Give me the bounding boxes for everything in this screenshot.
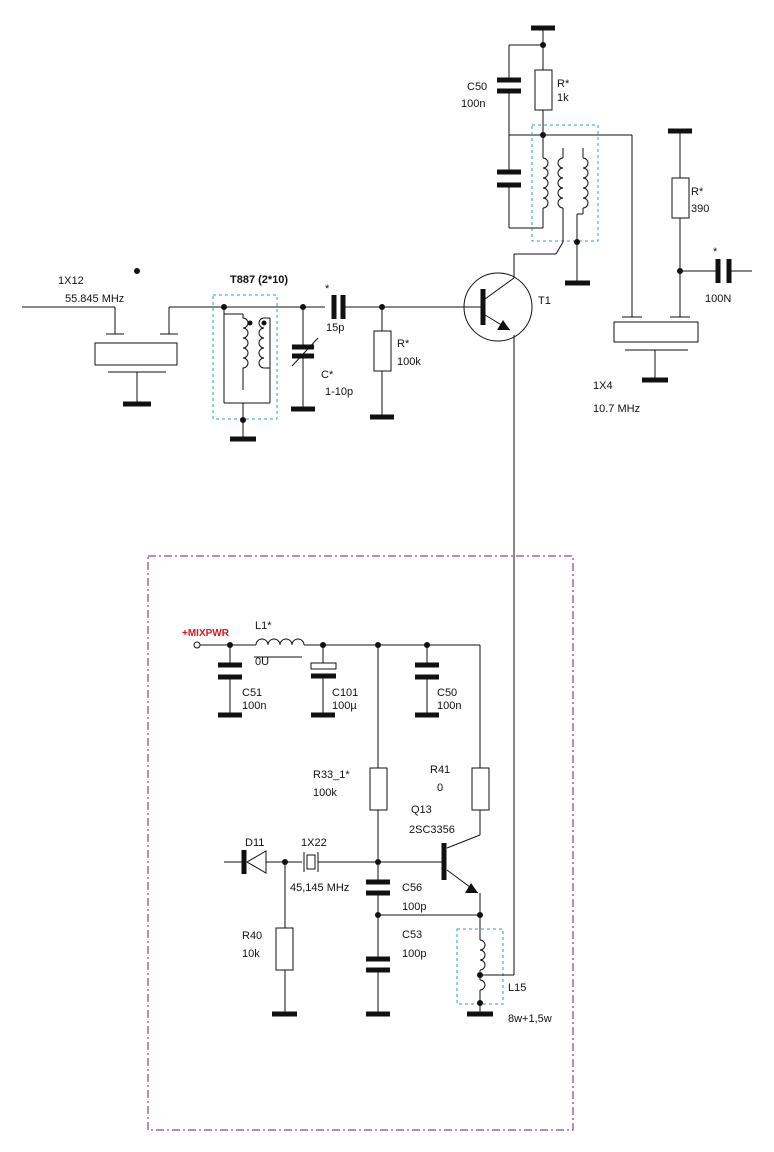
- cap-100n-value: 100N: [705, 293, 731, 305]
- top-supply: [497, 25, 633, 317]
- c51-name: C51: [242, 687, 262, 699]
- r41-value: 0: [437, 782, 443, 794]
- capacitor-c101: [310, 645, 337, 718]
- transformer-t887: [212, 294, 278, 442]
- xtal-1x22-label: 1X22: [301, 837, 327, 849]
- q13-name: Q13: [411, 804, 432, 816]
- capacitors-c56-c53: [366, 879, 480, 1017]
- resistor-base-100k: [370, 304, 394, 420]
- c50-top-value: 100n: [461, 98, 485, 110]
- r390-name: R*: [691, 186, 704, 198]
- r-top-name: R*: [557, 78, 570, 90]
- cap-100n-star: *: [713, 246, 718, 258]
- c53-name: C53: [402, 929, 422, 941]
- transformer-label: T887 (2*10): [230, 274, 288, 286]
- r-base-name: R*: [397, 338, 410, 350]
- resistor-r40: [272, 862, 297, 1017]
- l1-name: L1*: [255, 620, 272, 632]
- c51-value: 100n: [242, 700, 266, 712]
- l15-value: 8w+1,5w: [508, 1013, 552, 1025]
- trimmer-capacitor: [291, 304, 319, 412]
- r40-name: R40: [242, 930, 262, 942]
- c56-name: C56: [402, 882, 422, 894]
- filter-1x4-frequency: 10.7 MHz: [593, 403, 640, 415]
- cap-15p-value: 15p: [326, 322, 344, 334]
- oscillator-base-line: [224, 850, 444, 874]
- filter-1x4-label: 1X4: [593, 380, 613, 392]
- trimmer-name: C*: [321, 369, 334, 381]
- r41-name: R41: [430, 764, 450, 776]
- xtal-1x12-frequency: 55.845 MHz: [65, 293, 124, 305]
- c53-value: 100p: [402, 948, 426, 960]
- transistor-q13: [441, 843, 481, 940]
- trimmer-value: 1-10p: [325, 386, 353, 398]
- mixpwr-label: +MIXPWR: [182, 628, 230, 639]
- r40-value: 10k: [242, 948, 260, 960]
- cap-15p-star: *: [325, 283, 330, 295]
- resistor-r41: [446, 767, 490, 849]
- c50-lower-value: 100n: [437, 700, 461, 712]
- crystal-filter-1x12: [22, 268, 178, 407]
- q13-type: 2SC3356: [409, 824, 455, 836]
- output-transformer: [509, 124, 599, 286]
- c50-lower-name: C50: [437, 687, 457, 699]
- c101-name: C101: [332, 687, 358, 699]
- r-top-value: 1k: [557, 92, 569, 104]
- capacitor-c50-lower: [415, 645, 439, 718]
- resistor-390-and-output-cap: [668, 128, 752, 317]
- capacitor-15p: [331, 295, 470, 319]
- c101-value: 100µ: [332, 700, 357, 712]
- c50-top-name: C50: [467, 81, 487, 93]
- xtal-1x22-frequency: 45,145 MHz: [290, 882, 349, 894]
- capacitor-c51: [218, 645, 242, 718]
- d11-name: D11: [245, 837, 264, 849]
- mixpwr-supply-rail: [193, 638, 481, 768]
- l15-name: L15: [508, 982, 526, 994]
- r33-name: R33_1*: [313, 769, 350, 781]
- transistor-t1-label: T1: [538, 295, 551, 307]
- coil-l15: [456, 912, 514, 1017]
- ceramic-filter-1x4: [613, 316, 699, 383]
- resistor-r33: [369, 645, 388, 880]
- transistor-t1: [463, 254, 533, 975]
- r-base-value: 100k: [397, 356, 421, 368]
- oscillator-module-border: [147, 555, 574, 1131]
- r390-value: 390: [691, 203, 709, 215]
- c56-value: 100p: [402, 901, 426, 913]
- l1-value: 0U: [255, 656, 269, 668]
- r33-value: 100k: [313, 787, 337, 799]
- xtal-1x12-label: 1X12: [58, 275, 84, 287]
